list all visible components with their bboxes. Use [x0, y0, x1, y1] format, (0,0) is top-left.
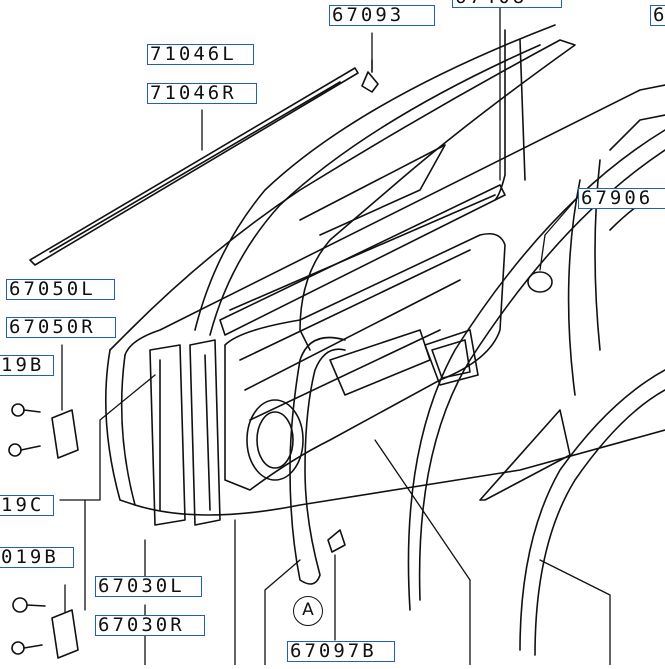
- window-frame-lower: [219, 184, 506, 336]
- weatherstrip: [289, 336, 346, 585]
- body-opening-2: [407, 129, 665, 611]
- label-71046r: 71046R: [147, 83, 257, 104]
- belt-moulding-inner: [49, 81, 341, 253]
- label-67906-cut: 67906: [578, 188, 665, 209]
- bolt-3: [12, 597, 28, 613]
- label-67030l: 67030L: [95, 576, 202, 597]
- label-67093: 67093: [329, 5, 435, 26]
- rear-channel-2: [519, 39, 526, 181]
- rear-channel: [494, 29, 506, 201]
- label-19b-top-cut: 19B: [0, 355, 54, 376]
- inner-panel-detail-1: [239, 249, 471, 421]
- label-67097b: 67097B: [287, 641, 395, 662]
- door-bottom-edge: [134, 429, 665, 516]
- bolt-4: [11, 641, 25, 655]
- inner-panel: [224, 232, 506, 491]
- access-panel-inner: [431, 339, 471, 379]
- rear-door-edge: [567, 159, 601, 396]
- label-6-cut: 6: [650, 5, 665, 26]
- quarter-glass: [479, 409, 571, 501]
- window-frame-outer: [194, 24, 556, 331]
- clip-67097b: [327, 529, 346, 553]
- speaker-hole: [246, 399, 304, 481]
- pillar-lines: [159, 354, 211, 511]
- label-71046l: 71046L: [147, 44, 254, 65]
- bolt-shanks: [20, 409, 46, 649]
- rear-door-glass: [609, 114, 665, 231]
- plug-67906: [527, 271, 553, 293]
- window-channel: [229, 194, 496, 311]
- bolt-2: [8, 443, 22, 457]
- screw-67093: [361, 59, 379, 93]
- callout-a: A: [293, 596, 323, 626]
- upper-hinge: [51, 409, 79, 459]
- door-front-edge: [104, 349, 136, 506]
- label-67050r: 67050R: [6, 317, 116, 338]
- hinge-pillar-2: [189, 339, 221, 526]
- label-19c-cut: 19C: [0, 495, 54, 516]
- body-opening-3: [519, 369, 665, 651]
- speaker-hole-inner: [256, 411, 294, 469]
- label-67408-cut: 67408: [452, 0, 562, 8]
- label-67050l: 67050L: [6, 279, 115, 300]
- access-panel: [424, 329, 479, 386]
- bolt-1: [11, 403, 25, 417]
- door-outer-shell: [109, 39, 576, 351]
- lower-hinge: [51, 609, 79, 659]
- window-frame-inner: [209, 44, 541, 336]
- window-glass-top: [299, 144, 446, 236]
- label-67030r: 67030R: [95, 615, 205, 636]
- belt-moulding: [29, 67, 359, 266]
- door-panel-outline: [124, 84, 665, 356]
- body-opening-4: [534, 389, 665, 656]
- label-019b-bottom-cut: 019B: [0, 547, 74, 568]
- hinge-pillar: [149, 344, 186, 526]
